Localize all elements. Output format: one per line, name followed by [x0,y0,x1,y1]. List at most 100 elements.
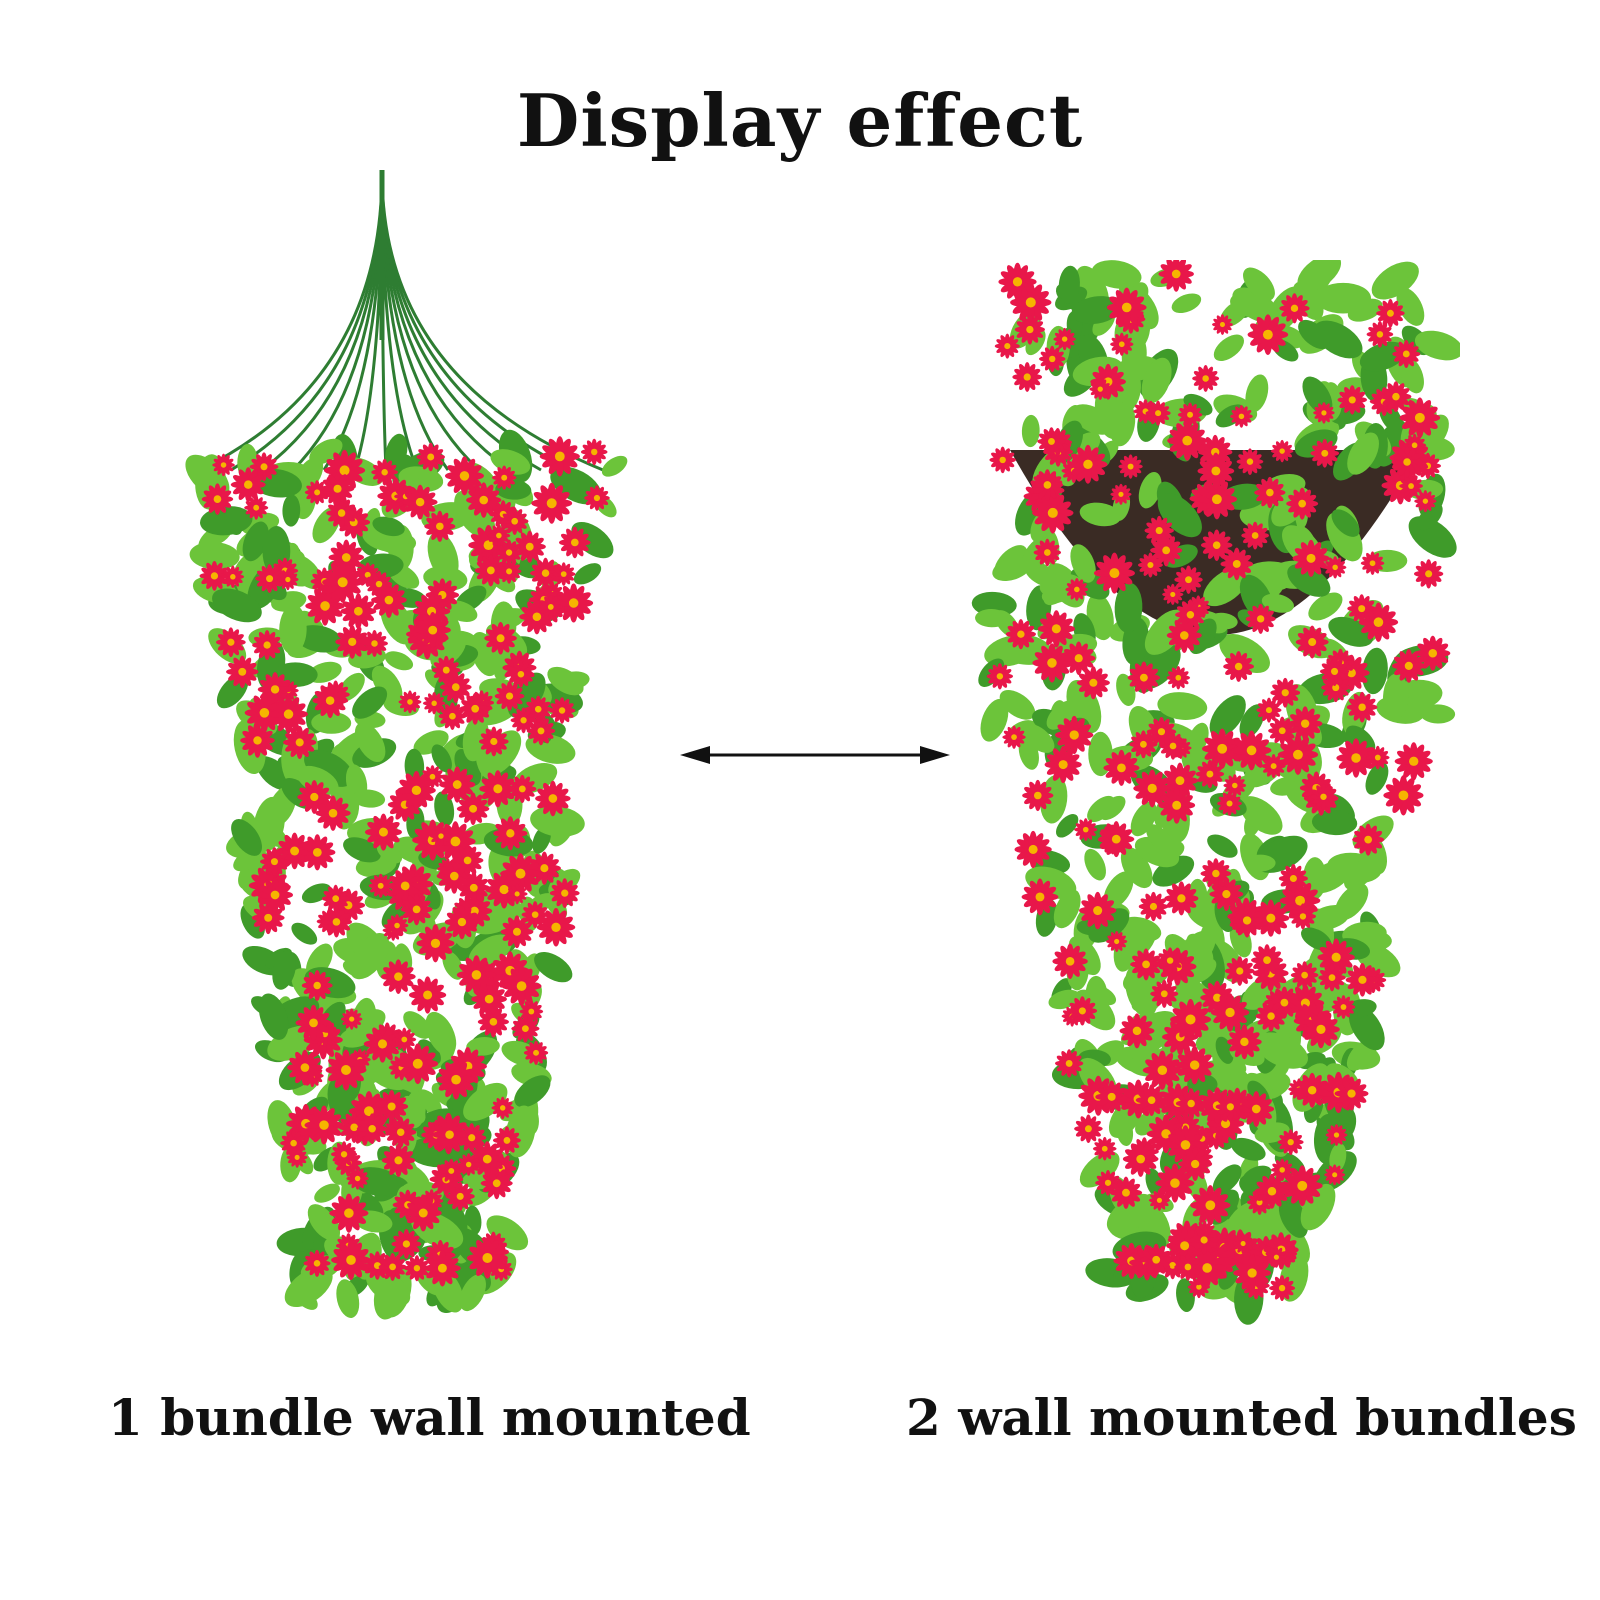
flower [1032,492,1074,534]
flower [1065,578,1089,601]
flower [1346,691,1378,723]
flower [1005,619,1036,650]
stem-bundle [199,170,604,472]
flower [1068,444,1108,484]
hanging-flower-bundle-single [185,170,628,1320]
flower [1289,903,1316,930]
flower [1142,1050,1182,1090]
flower [331,1141,358,1168]
flower [1074,818,1098,842]
flower [466,1237,508,1279]
flower [1230,903,1265,938]
flower [1254,1173,1290,1209]
flower [1032,643,1072,683]
flower [340,593,377,630]
flower [1399,397,1441,439]
flower [1310,783,1337,810]
flower [1093,552,1135,594]
flower [1055,715,1094,755]
flower [346,1167,369,1190]
flower [1118,454,1143,479]
flower [1158,786,1196,824]
flower [1106,930,1128,953]
flower [371,458,398,486]
flower [474,554,507,587]
flower [1110,332,1134,356]
flower [456,955,497,995]
flower [1394,742,1433,781]
flower [477,1006,509,1038]
flower [1360,551,1385,575]
flower [321,884,350,913]
flower [404,1194,442,1232]
flower [1232,1233,1254,1254]
flower [444,456,484,496]
flower [1012,362,1043,392]
flower [221,565,245,589]
flower [1278,863,1308,893]
flower [1324,1164,1346,1186]
flower [303,1249,331,1277]
flower [508,774,537,803]
hanging-flower-basket-double [971,260,1460,1325]
flower [496,539,523,566]
flower [216,627,246,658]
flower [1146,716,1177,747]
flower [1076,666,1110,700]
flower [283,725,317,760]
flower [1033,538,1062,567]
flower [1022,779,1054,812]
flower [1415,635,1451,671]
flower [1021,878,1059,916]
flower [1137,552,1163,578]
flower [1392,649,1426,683]
flower [1144,515,1174,546]
flower [494,681,525,711]
flower [422,692,446,715]
flower [1230,404,1253,428]
flower [548,697,576,724]
flower [501,966,542,1006]
flower [1140,1243,1173,1276]
flower [1145,400,1171,426]
flower [1174,565,1203,594]
flower [1365,745,1390,770]
flower [1162,583,1184,606]
flower [392,1027,417,1052]
flower [1358,602,1399,642]
flower [1318,963,1346,992]
flower [1197,452,1235,490]
flower [368,873,393,898]
flower [584,485,610,511]
flower [506,883,528,905]
flower [549,878,580,909]
flower [1290,961,1319,989]
flower [1052,943,1088,980]
flower [304,1105,344,1145]
flower [1067,996,1098,1026]
flower [1414,559,1444,589]
flower [554,583,594,623]
flower [1233,1254,1272,1292]
flower [1174,1253,1202,1281]
flower [1317,938,1355,976]
flower [1044,746,1082,784]
flower [1224,956,1255,986]
flower [986,663,1014,690]
flower [457,871,490,904]
flower [257,877,294,913]
flower [1106,287,1147,328]
flower [1281,1165,1323,1207]
flower [1268,716,1297,745]
flower [1270,439,1294,463]
flower [1127,661,1161,694]
flower [496,558,522,584]
flower [295,1004,332,1041]
flower [1251,944,1283,977]
flower [1223,774,1247,797]
flower [315,795,351,831]
flower [1254,476,1286,509]
flower [1391,446,1423,478]
flower [397,770,436,810]
flower [1347,594,1377,623]
